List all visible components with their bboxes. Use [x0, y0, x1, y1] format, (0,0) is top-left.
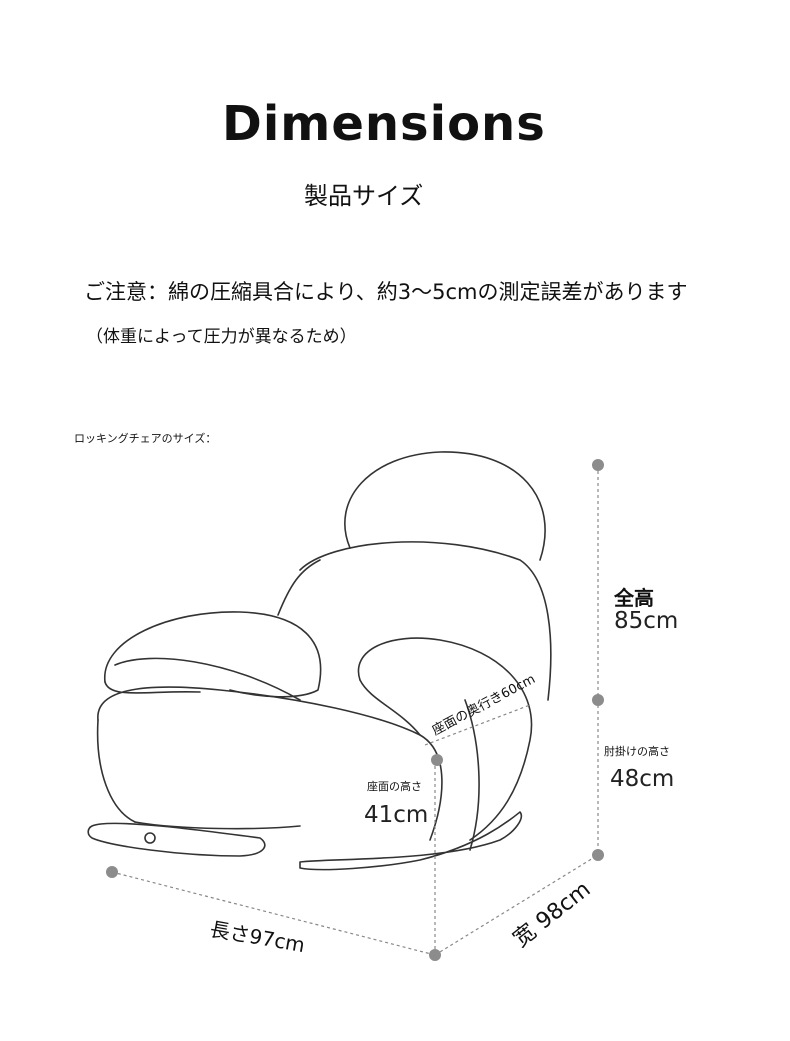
- chair-back-edge: [277, 559, 321, 616]
- chair-left-rocker-bolt: [144, 832, 156, 844]
- top-height-dot: [592, 459, 604, 471]
- base-right-dot: [592, 849, 604, 861]
- diagram-section-label: ロッキングチェアのサイズ：: [74, 432, 217, 445]
- measurement-notice-detail: （体重によって圧力が異なるため）: [86, 327, 357, 347]
- seat-depth-line: [424, 704, 531, 746]
- seat-height-label: 座面の高さ: [367, 780, 422, 793]
- length-line: [111, 871, 436, 956]
- chair-backrest: [299, 541, 552, 701]
- chair-left-arm-underside: [104, 681, 201, 694]
- chair-seat-left-side: [96, 719, 136, 823]
- base-left-dot: [106, 866, 118, 878]
- total-height-label: 全高: [614, 586, 654, 610]
- rocking-chair-illustration: [87, 451, 552, 871]
- page-title: Dimensions: [222, 96, 546, 152]
- seat-height-value: 41cm: [364, 802, 429, 828]
- measurement-notice: ご注意：綿の圧縮具合により、約3〜5cmの測定誤差があります: [84, 280, 688, 304]
- page-subtitle: 製品サイズ: [304, 182, 424, 210]
- chair-headrest: [344, 451, 546, 561]
- width-line: [434, 854, 599, 956]
- chair-left-arm-seam: [114, 657, 301, 701]
- chair-left-rocker: [87, 822, 266, 857]
- base-front-dot: [429, 949, 441, 961]
- total-height-value: 85cm: [614, 608, 679, 634]
- chair-seat-bottom: [134, 821, 301, 830]
- seat-dot: [431, 754, 443, 766]
- chair-right-rocker: [299, 811, 522, 871]
- chair-right-arm-front: [464, 699, 480, 851]
- chair-seat-front: [97, 686, 443, 841]
- arm-height-dot: [592, 694, 604, 706]
- arm-height-label: 肘掛けの高さ: [604, 745, 670, 758]
- arm-height-value: 48cm: [610, 766, 675, 792]
- chair-right-arm: [357, 637, 533, 841]
- chair-left-arm: [104, 611, 322, 698]
- dimension-lines: [111, 465, 599, 956]
- chair-right-arm-inner: [359, 679, 421, 736]
- dimension-dots: [106, 459, 604, 961]
